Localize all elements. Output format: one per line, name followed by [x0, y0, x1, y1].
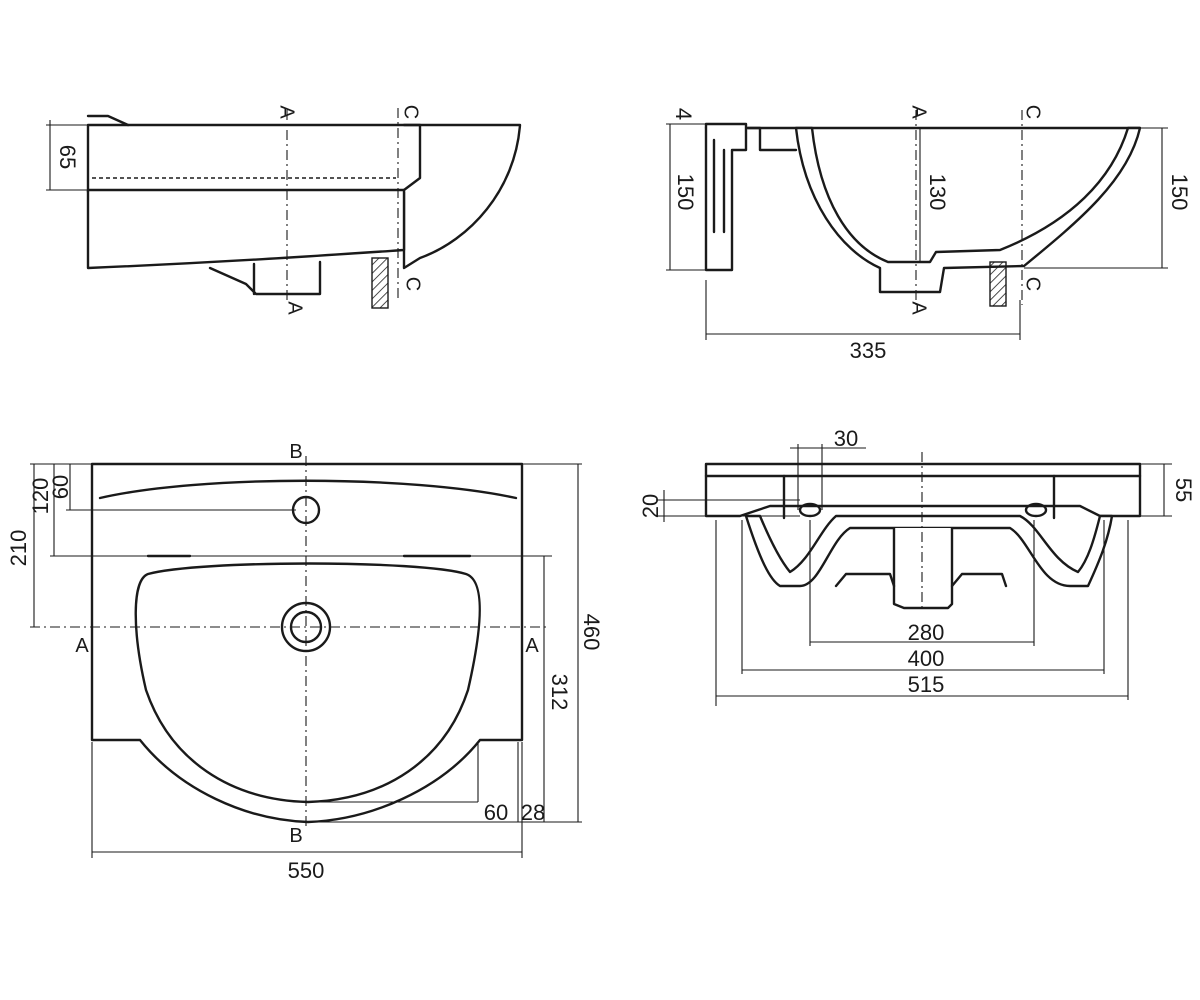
plan-view: B B A A 120 60 210 460 312 60 28 550: [6, 441, 604, 883]
front-section-right-hole: [1024, 502, 1048, 518]
side-view-label-a-bottom: A: [284, 301, 306, 315]
plan-view-dim-28-label: 28: [521, 800, 545, 825]
plan-view-dim-60-top-label: 60: [48, 475, 73, 499]
section-c-dim-150-left-label: 150: [673, 174, 698, 211]
section-c-back-wall: [704, 122, 748, 272]
front-section-drain: [892, 528, 954, 610]
plan-view-dim-460-label: 460: [579, 614, 604, 651]
front-section-dim-400-label: 400: [908, 646, 945, 671]
side-view: A A C C 65: [46, 105, 522, 315]
side-view-label-c-bottom: C: [402, 277, 424, 291]
section-c-dim-150-right-label: 150: [1167, 174, 1192, 211]
side-view-dim-65-label: 65: [55, 145, 80, 169]
front-section-dim-515-label: 515: [908, 672, 945, 697]
front-section-left-shell: [744, 514, 1114, 588]
side-view-label-a-top: A: [276, 105, 298, 119]
side-view-lip: [86, 114, 130, 127]
front-section-dim-280-label: 280: [908, 620, 945, 645]
side-view-drain: [208, 260, 322, 296]
section-c-back-wall-slot: [712, 138, 726, 234]
side-view-step: [402, 123, 422, 192]
section-c-bowl-shell: [794, 126, 1142, 294]
section-c-label-c-bottom: C: [1022, 277, 1044, 291]
section-c-label-a-top: A: [908, 105, 930, 119]
front-section-bowl-floor-left: [834, 572, 896, 588]
front-section-dim-20-label: 20: [638, 494, 663, 518]
front-section-dim-30-label: 30: [834, 426, 858, 451]
cross-section-c: A A C C 4 150 130 150 335: [666, 105, 1192, 363]
section-c-dim-335-label: 335: [850, 338, 887, 363]
front-section-dim-55-label: 55: [1171, 478, 1196, 502]
section-c-label-a-bottom: A: [908, 301, 930, 315]
plan-view-label-b-top: B: [289, 441, 302, 463]
section-c-dim-4-label: 4: [671, 108, 696, 120]
section-c-wall-hatch: [989, 261, 1007, 307]
plan-view-dim-210-label: 210: [6, 530, 31, 567]
plan-view-label-b-bottom: B: [289, 825, 302, 847]
plan-view-bowl: [134, 562, 481, 804]
plan-view-dim-550-label: 550: [288, 858, 325, 883]
plan-view-dim-60-bottom-label: 60: [484, 800, 508, 825]
front-section: 30 20 55 280 400 515: [638, 426, 1196, 706]
section-c-label-c-top: C: [1022, 105, 1044, 119]
side-view-basin-outline: [86, 123, 522, 270]
plan-view-dim-312-label: 312: [547, 674, 572, 711]
side-view-label-c-top: C: [400, 105, 422, 119]
section-c-rim: [746, 126, 798, 152]
plan-view-dim-120-label: 120: [28, 478, 53, 515]
side-view-lower-body: [86, 188, 406, 270]
front-section-left-hole: [798, 502, 822, 518]
side-view-wall-hatch: [371, 257, 389, 309]
plan-view-label-a-right: A: [525, 635, 539, 657]
front-section-bowl-floor-right: [950, 572, 1008, 588]
plan-view-back-rim: [98, 479, 518, 500]
front-section-slab: [704, 462, 1142, 518]
plan-view-label-a-left: A: [75, 635, 89, 657]
section-c-dim-130-label: 130: [925, 174, 950, 211]
